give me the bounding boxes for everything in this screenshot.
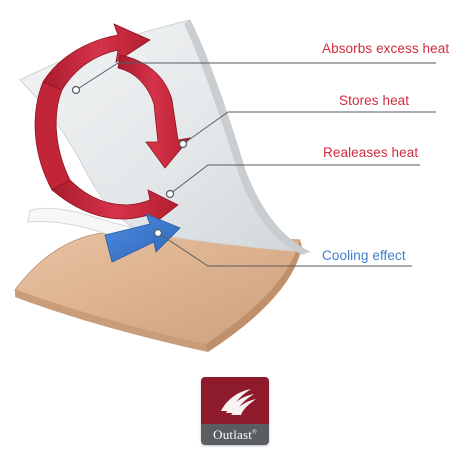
- stores-marker: [178, 139, 188, 149]
- flame-wave-icon: [201, 377, 269, 424]
- logo-top-panel: [201, 377, 269, 424]
- label-stores-heat: Stores heat: [339, 93, 410, 108]
- skin-layer: [14, 231, 302, 352]
- releases-marker: [165, 189, 175, 199]
- leader-lines: [75, 62, 436, 267]
- leader-dots: [71, 85, 188, 238]
- label-cooling-effect: Cooling effect: [322, 248, 406, 263]
- absorbs-marker: [71, 85, 81, 95]
- logo-text: Outlast®: [213, 426, 257, 442]
- outlast-logo: Outlast®: [201, 377, 269, 445]
- label-releases-heat: Realeases heat: [323, 145, 419, 160]
- label-absorbs-excess-heat: Absorbs excess heat: [322, 41, 450, 56]
- heat-cycle-arrows: [34, 23, 191, 226]
- logo-bottom-panel: Outlast®: [201, 424, 269, 445]
- cooling-marker: [153, 228, 163, 238]
